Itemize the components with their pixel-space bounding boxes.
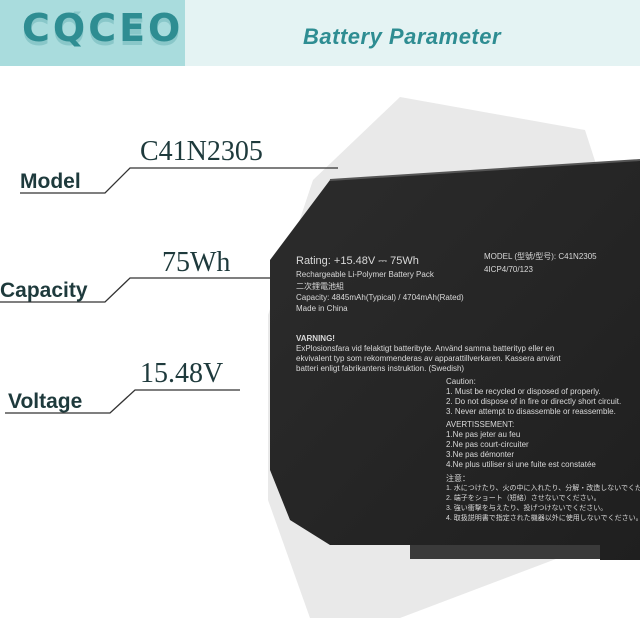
page-title: Battery Parameter xyxy=(303,24,502,49)
spec-value-capacity: 75Wh xyxy=(162,247,231,278)
battery-jp-line: 1. 水につけたり、火の中に入れたり、分解・改造しないでください。 xyxy=(446,485,640,492)
battery-fr-line: 2.Ne pas court-circuiter xyxy=(446,440,529,449)
battery-fr-title: AVERTISSEMENT: xyxy=(446,420,515,429)
battery-capacity: Capacity: 4845mAh(Typical) / 4704mAh(Rat… xyxy=(296,293,464,302)
battery-caution-line: 2. Do not dispose of in fire or directly… xyxy=(446,397,622,406)
brand-logo-text: CQCEO xyxy=(22,6,184,50)
header-banner: CQCEO CQCEO Battery Parameter xyxy=(0,0,640,66)
battery-model: MODEL (型號/型号): C41N2305 xyxy=(484,252,597,261)
battery-caution-line: 3. Never attempt to disassemble or reass… xyxy=(446,407,616,416)
battery-warning-line: ekvivalent typ som rekommenderas av appa… xyxy=(296,354,561,363)
battery-type: Rechargeable Li-Polymer Battery Pack xyxy=(296,270,434,279)
battery-fr-line: 3.Ne pas démonter xyxy=(446,450,515,459)
brand-logo: CQCEO CQCEO xyxy=(0,0,185,66)
spec-label-model: Model xyxy=(20,170,81,193)
spec-value-model: C41N2305 xyxy=(140,136,263,167)
battery-warning-line: batteri enligt fabrikantens instruktion.… xyxy=(296,364,465,373)
battery-fr-line: 1.Ne pas jeter au feu xyxy=(446,430,521,439)
battery-caution-title: Caution: xyxy=(446,377,476,386)
battery-jp-line: 4. 取扱説明書で指定された機器以外に使用しないでください。 xyxy=(446,515,640,522)
spec-label-voltage: Voltage xyxy=(8,390,83,413)
battery-jp-title: 注意： xyxy=(446,474,470,483)
battery-warning-title: VARNING! xyxy=(296,334,335,343)
spec-label-capacity: Capacity xyxy=(0,279,88,302)
battery-jp-line: 2. 端子をショート（短絡）させないでください。 xyxy=(446,495,601,502)
battery-made-in: Made in China xyxy=(296,304,348,313)
battery-cells: 4ICP4/70/123 xyxy=(484,265,533,274)
battery-type-cn: 二次鋰電池組 xyxy=(296,282,344,291)
battery-warning-line: ExPlosionsfara vid felaktigt batteribyte… xyxy=(296,344,555,353)
battery-fr-line: 4.Ne plus utiliser si une fuite est cons… xyxy=(446,460,596,469)
battery-rating: Rating: +15.48V ⎓ 75Wh xyxy=(296,255,419,267)
battery-jp-line: 3. 強い衝撃を与えたり、投げつけないでください。 xyxy=(446,505,608,512)
spec-value-voltage: 15.48V xyxy=(140,358,224,389)
battery-caution-line: 1. Must be recycled or disposed of prope… xyxy=(446,387,601,396)
